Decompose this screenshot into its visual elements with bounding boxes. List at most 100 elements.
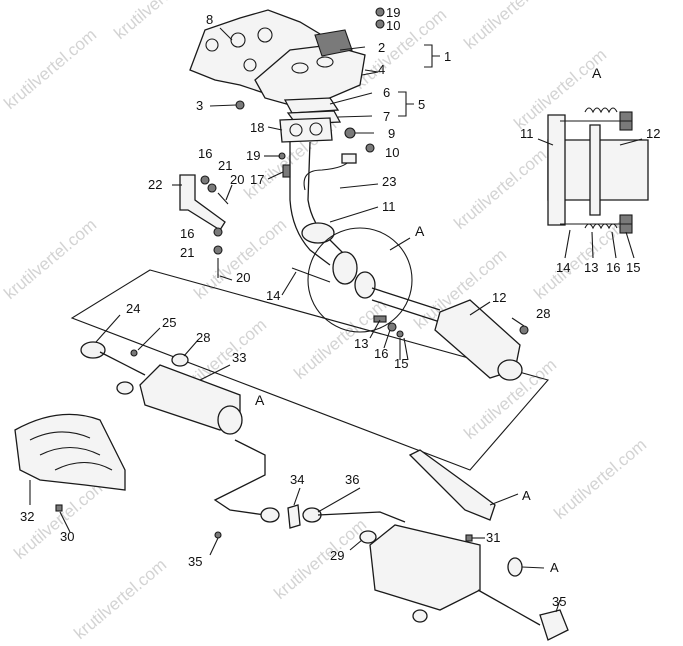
callout-6: 6: [383, 85, 390, 100]
callout-26: 28: [536, 306, 550, 321]
callout-17: 17: [250, 172, 264, 187]
bolt-20: [217, 192, 229, 205]
nut-32: [214, 531, 222, 539]
exhaust-manifold-2: [254, 44, 366, 106]
watermark-text: krutilvertel.com: [290, 295, 390, 383]
shield-29-rib: [54, 461, 113, 471]
watermark-text: krutilvertel.com: [0, 215, 100, 303]
callout-8: 8: [206, 12, 213, 27]
detail-a-flange-left: [547, 114, 566, 226]
callout-24: 24: [126, 301, 140, 316]
callout-32: 35: [188, 554, 202, 569]
callout-36: A: [522, 488, 531, 503]
callout-21-a: 21: [218, 158, 232, 173]
stud-4: [361, 71, 379, 76]
tip-35: [539, 609, 569, 641]
callout-21-b: 21: [180, 245, 194, 260]
watermark-text: krutilvertel.com: [110, 0, 210, 43]
callout-9: 9: [388, 126, 395, 141]
nut-9: [344, 127, 356, 139]
nut-21: [207, 183, 217, 193]
shield-hole: [257, 27, 273, 43]
sensor-wire-23: [303, 159, 351, 191]
callout-1: 1: [444, 49, 451, 64]
group-bracket-1: [424, 44, 440, 68]
cat-inlet-pipe-2: [371, 299, 441, 323]
bolt-14: [291, 267, 331, 283]
nut-28: [55, 504, 63, 512]
callout-18: 18: [250, 120, 264, 135]
callout-33: 36: [345, 472, 359, 487]
pipe-segment-a: [99, 351, 146, 376]
shield-29-rib: [29, 431, 91, 441]
callout-16-b: 16: [180, 226, 194, 241]
callout-22: 22: [148, 177, 162, 192]
callout-34: A: [550, 560, 559, 575]
shield-hole: [205, 38, 219, 52]
detail-a-spring-top: [584, 107, 618, 114]
callout-25: 25: [162, 315, 176, 330]
nut-19-top: [375, 7, 385, 17]
callout-11-detail: 11: [520, 126, 534, 141]
callout-5: 5: [418, 97, 425, 112]
hanger-27c: [359, 530, 377, 544]
callout-19: 19: [246, 148, 260, 163]
callout-23: 23: [382, 174, 396, 189]
heat-shield-36: [408, 449, 496, 521]
washer-10-top: [375, 19, 385, 29]
callout-16-a: 16: [198, 146, 212, 161]
heat-shield-29: [14, 413, 126, 491]
detail-a-circle: [307, 227, 413, 333]
shield-29-rib: [39, 447, 101, 456]
group-bracket-5: [398, 91, 414, 117]
watermark-text: krutilvertel.com: [0, 25, 100, 113]
watermark-text: krutilvertel.com: [270, 515, 370, 603]
gasket-31: [287, 504, 301, 529]
callout-14: 14: [266, 288, 280, 303]
bracket-22: [179, 174, 226, 231]
callout-3: 3: [196, 98, 203, 113]
callout-29: 32: [20, 509, 34, 524]
manifold-port: [291, 62, 309, 74]
flex-joint-11: [301, 222, 335, 244]
flange-mid: [260, 507, 280, 523]
callout-11: 11: [382, 199, 396, 214]
manifold-port: [316, 56, 334, 68]
hanger-27b: [116, 381, 134, 395]
watermark-text: krutilvertel.com: [550, 435, 650, 523]
callout-27-a: 28: [196, 330, 210, 345]
washer-16b: [213, 227, 223, 237]
tail-pipe: [477, 589, 541, 626]
flange-port: [289, 123, 303, 137]
bolt-13: [373, 315, 387, 323]
shield-hole: [230, 32, 246, 48]
hanger-rear: [412, 609, 428, 623]
downpipe-flange-18: [279, 117, 333, 143]
callout-19-top: 19: [386, 5, 400, 20]
callout-10: 10: [385, 145, 399, 160]
flange-port: [309, 122, 323, 136]
front-pipe-outer: [289, 142, 331, 266]
detail-a-spring-bottom: [584, 223, 618, 230]
mid-pipe-bend: [213, 439, 266, 516]
resonator-end: [217, 405, 243, 435]
rear-muffler-33: [369, 524, 481, 611]
nut-15: [396, 330, 404, 338]
washer-16: [200, 175, 210, 185]
callout-14-detail: 14: [556, 260, 570, 275]
cat-inlet-pipe: [371, 287, 441, 311]
callout-A-center: A: [415, 223, 425, 239]
callout-15: 15: [394, 356, 408, 371]
gasket-6: [283, 97, 340, 114]
callout-labels: 8 19 10 2 1 4 3 6 5 7 18 9 10 19 16 21 2…: [20, 5, 660, 609]
cat-outlet: [497, 359, 523, 381]
callout-7: 7: [383, 109, 390, 124]
nut-26: [519, 325, 529, 335]
callout-A-pipe: A: [255, 392, 265, 408]
callout-13: 13: [354, 336, 368, 351]
washer-10: [365, 143, 375, 153]
callout-31: 34: [290, 472, 304, 487]
callout-12-detail: 12: [646, 126, 660, 141]
assembly-outline: [70, 269, 549, 471]
